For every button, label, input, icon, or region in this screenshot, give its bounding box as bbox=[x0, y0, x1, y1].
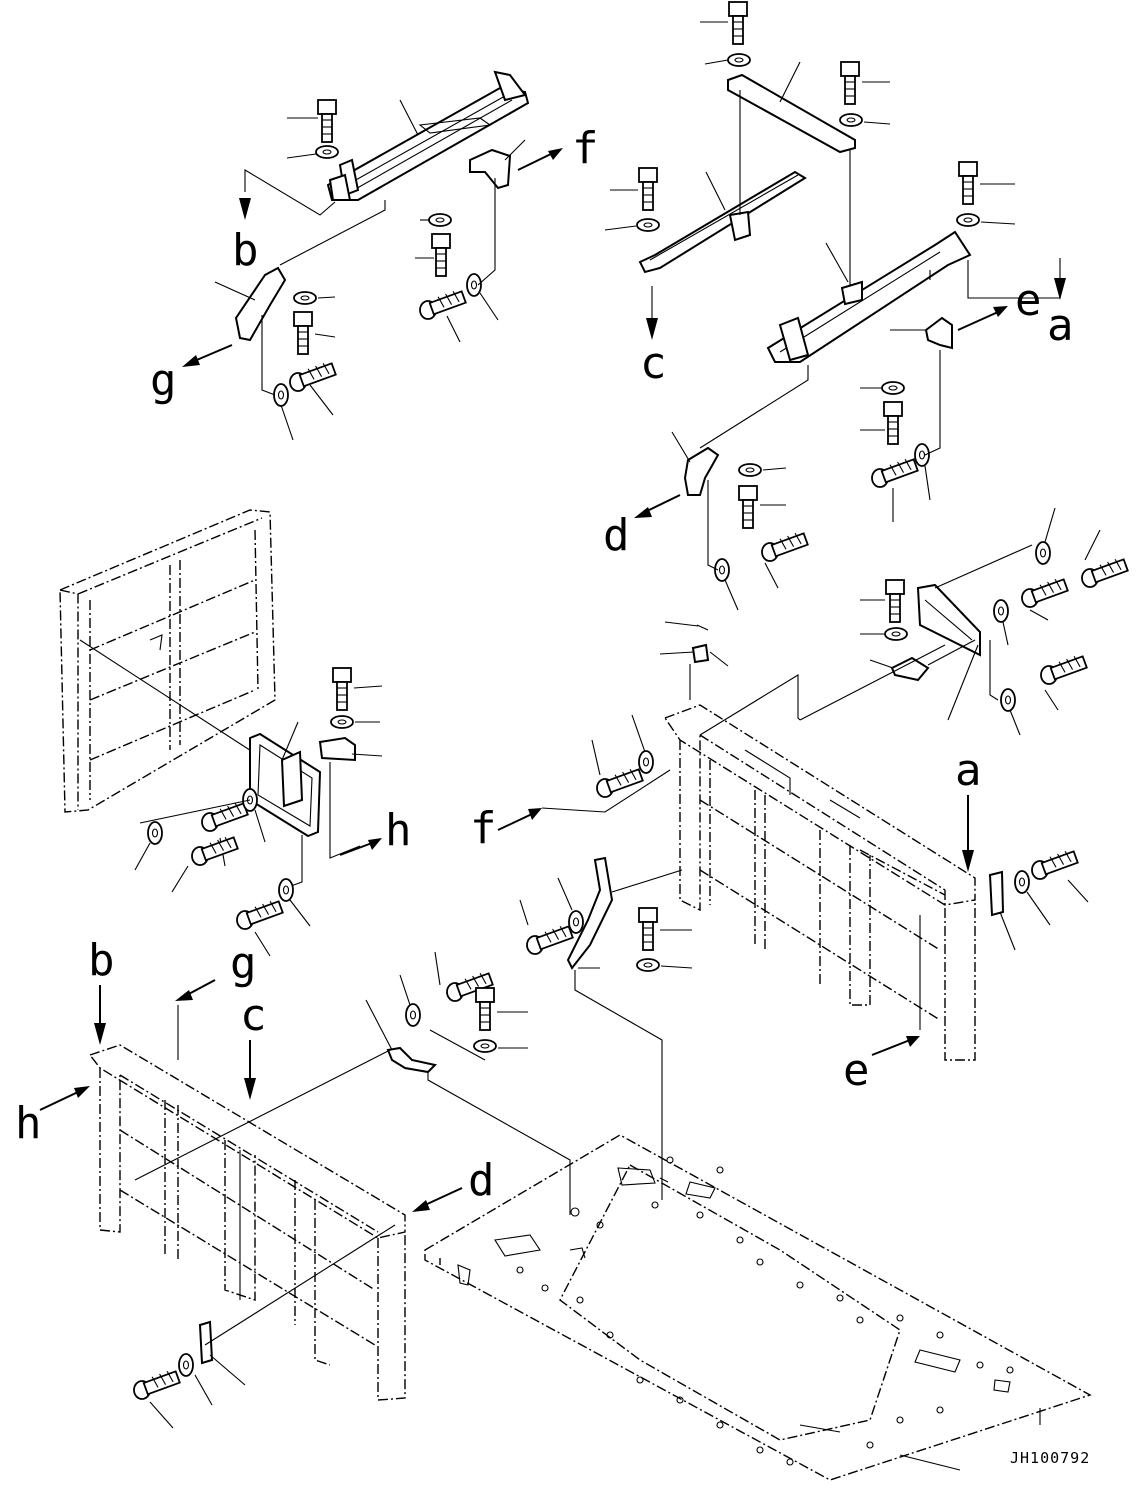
bolt-icon bbox=[871, 457, 919, 488]
washer-icon bbox=[1035, 541, 1051, 565]
washer-icon bbox=[638, 750, 654, 774]
washer-icon bbox=[881, 381, 905, 395]
label-e: e bbox=[1015, 275, 1042, 326]
right-bracket-group bbox=[659, 507, 1129, 736]
washer-icon bbox=[178, 1353, 194, 1377]
bolt-icon bbox=[431, 233, 451, 277]
bolt-icon bbox=[883, 401, 903, 445]
label-g-frame: g bbox=[230, 938, 257, 989]
bolt-icon bbox=[419, 289, 467, 320]
label-c-frame: c bbox=[240, 990, 267, 1041]
washer-icon bbox=[1014, 870, 1030, 894]
bolt-icon bbox=[293, 311, 313, 355]
bolt-icon bbox=[475, 987, 495, 1031]
washer-icon bbox=[636, 218, 660, 232]
label-a-frame: a bbox=[955, 745, 982, 796]
washer-icon bbox=[1000, 688, 1016, 712]
label-b-frame: b bbox=[88, 935, 115, 986]
label-c: c bbox=[640, 338, 667, 389]
washer-icon bbox=[636, 958, 660, 972]
label-g: g bbox=[150, 355, 177, 406]
label-e-frame: e bbox=[843, 1045, 870, 1096]
right-frame-assembly: a f e bbox=[470, 644, 1089, 1200]
washer-icon bbox=[293, 291, 317, 305]
washer-icon bbox=[428, 213, 452, 227]
bolt-icon bbox=[638, 167, 658, 211]
left-frame-assembly: b g c h d bbox=[15, 935, 571, 1429]
bolt-icon bbox=[596, 767, 644, 798]
bolt-icon bbox=[317, 99, 337, 143]
bolt-icon bbox=[191, 835, 239, 866]
bolt-icon bbox=[201, 801, 249, 832]
label-h-frame: h bbox=[15, 1098, 42, 1149]
washer-icon bbox=[315, 145, 339, 159]
bolt-icon bbox=[1040, 654, 1088, 685]
bolt-icon bbox=[236, 899, 284, 930]
label-b: b bbox=[232, 225, 259, 276]
label-h: h bbox=[385, 805, 412, 856]
drawing-code: JH100792 bbox=[1010, 1449, 1090, 1467]
washer-icon bbox=[473, 1039, 497, 1053]
bolt-icon bbox=[958, 161, 978, 205]
washer-icon bbox=[273, 383, 289, 407]
floor-plate bbox=[424, 1134, 1092, 1481]
washer-icon bbox=[466, 273, 482, 297]
bolt-icon bbox=[728, 1, 748, 45]
bolt-icon bbox=[1081, 557, 1129, 588]
washer-icon bbox=[738, 463, 762, 477]
label-a: a bbox=[1047, 300, 1074, 351]
bolt-icon bbox=[840, 61, 860, 105]
washer-icon bbox=[956, 213, 980, 227]
washer-icon bbox=[914, 443, 930, 467]
bolt-icon bbox=[885, 579, 905, 623]
washer-icon bbox=[568, 910, 584, 934]
bolt-icon bbox=[1021, 577, 1069, 608]
bolt-icon bbox=[332, 667, 352, 711]
label-d: d bbox=[603, 510, 630, 561]
bolt-icon bbox=[761, 531, 809, 562]
washer-icon bbox=[884, 627, 908, 641]
label-f-frame: f bbox=[470, 803, 497, 854]
washer-icon bbox=[727, 53, 751, 67]
label-d-frame: d bbox=[468, 1155, 495, 1206]
washer-icon bbox=[330, 715, 354, 729]
washer-icon bbox=[405, 1003, 421, 1027]
bolt-icon bbox=[133, 1369, 181, 1400]
bolt-icon bbox=[289, 361, 337, 392]
left-panel-assembly: h bbox=[59, 509, 412, 957]
bolt-icon bbox=[1031, 849, 1079, 880]
upper-left-rail-assembly: f b g bbox=[150, 70, 599, 441]
upper-right-rail-assembly: c a e d bbox=[603, 1, 1074, 611]
washer-icon bbox=[839, 113, 863, 127]
label-f: f bbox=[572, 123, 599, 174]
washer-icon bbox=[278, 878, 294, 902]
bolt-icon bbox=[526, 924, 574, 955]
washer-icon bbox=[147, 821, 163, 845]
bolt-icon bbox=[638, 907, 658, 951]
bolt-icon bbox=[738, 485, 758, 529]
washer-icon bbox=[993, 599, 1009, 623]
